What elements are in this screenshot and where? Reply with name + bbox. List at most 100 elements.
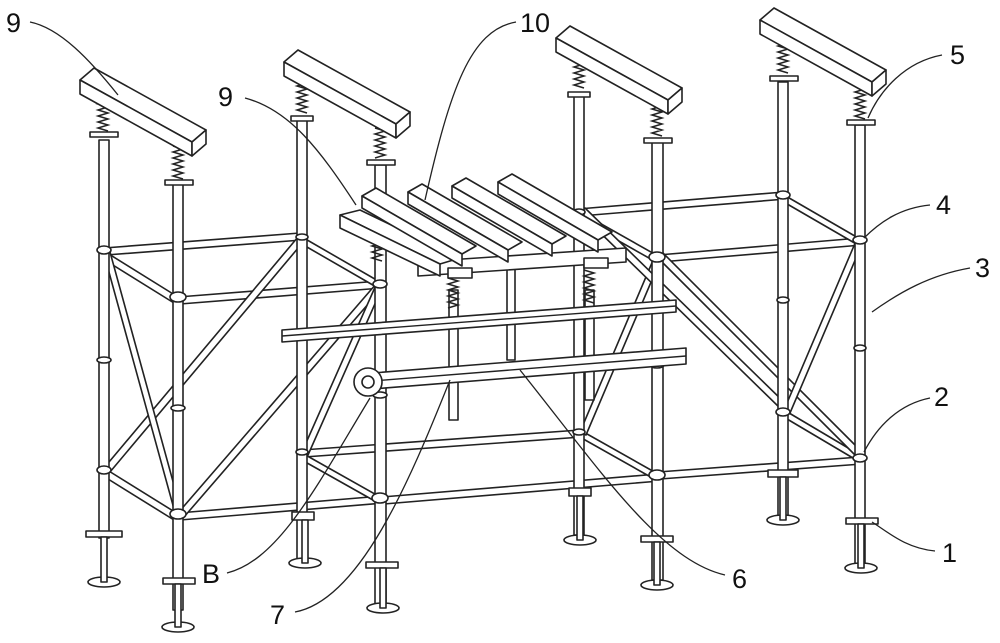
leader-1 [871,521,936,552]
rail-groove [359,355,687,383]
base-nut [568,487,592,497]
jack-nut [366,159,396,166]
jack-head [447,267,473,279]
coupler [96,465,112,475]
base-nut [365,561,399,569]
ledger [177,495,385,521]
coupler [572,428,586,436]
screw-jack [379,567,387,609]
screw-jack [857,523,865,569]
ledger [381,473,661,505]
base-nut [767,469,799,478]
ledgers [99,191,863,521]
rail-end-cap [361,375,375,389]
leader-3 [871,267,971,313]
base-nut [291,511,315,521]
ledger [103,232,303,256]
leader-9b [244,97,357,206]
coupler [169,291,187,303]
leader-4 [863,204,931,239]
coupler [96,245,112,255]
callout-7: 7 [270,600,285,630]
coupler [372,279,388,289]
top-beam-end [191,129,207,157]
jack-thread [294,79,310,114]
leader-b [226,397,371,574]
callout-6: 6 [732,564,747,594]
coupler [295,233,309,241]
joist-face [361,195,463,267]
coupler [852,235,868,245]
jack-head [583,257,609,269]
ledger [657,237,863,263]
coupler [648,469,666,481]
leader-7 [294,379,451,613]
coupler [648,251,666,263]
ledger [299,236,381,289]
coupler [853,344,867,352]
standard [98,139,110,539]
ledger [301,429,583,458]
callout-labels: 9 9 10 5 4 3 2 1 6 7 B [6,8,990,630]
screw-jack [301,519,309,564]
centre-platform [281,173,687,421]
top-beam-end [871,69,887,97]
screw-jack [779,476,787,521]
callout-10: 10 [520,8,550,38]
ledger [657,456,863,480]
top-beam-end [667,87,683,115]
coupler [371,492,389,504]
leader-2 [863,397,931,453]
jack-nut [769,75,799,82]
coupler [96,356,112,364]
jack-thread [372,127,388,159]
jack-thread [445,277,461,309]
coupler [775,190,791,200]
jack-thread [170,145,186,180]
joist-face [451,185,553,257]
callout-1: 1 [942,538,957,568]
callout-3: 3 [975,253,990,283]
callout-2: 2 [934,382,949,412]
joist-face [339,214,441,277]
leader-6 [519,369,726,576]
leader-9a [29,21,119,96]
inner-post [506,261,516,361]
coupler [776,296,790,304]
callout-9-centre: 9 [218,82,233,112]
screw-jack [100,536,108,583]
screw-jack [653,541,661,586]
inner-post [448,289,459,421]
ledger [577,429,659,481]
coupler [170,404,186,412]
top-screw-jacks [89,39,876,186]
ledger [177,280,383,305]
diagonal-braces [103,207,863,518]
leader-5 [867,54,943,119]
leader-lines [29,21,971,613]
jack-nut [567,91,591,98]
ledger [577,191,787,217]
callout-4: 4 [936,190,951,220]
base-plates [85,469,879,633]
ledger [781,194,861,246]
top-beams [79,7,887,157]
jack-nut [846,119,876,126]
jack-nut [164,179,194,186]
coupler [775,407,791,417]
brace [783,240,863,414]
jack-thread [852,85,868,120]
callout-5: 5 [950,40,965,70]
coupler [295,448,309,456]
coupler [852,453,868,463]
leader-10 [424,21,517,201]
screw-jack [576,495,584,541]
rail-groove [281,305,677,337]
jack-nut [89,131,119,138]
jack-nut [643,137,673,144]
jack-thread [649,102,665,137]
base-nut [162,577,196,585]
joist-face [407,191,509,263]
callout-b: B [202,559,220,589]
ledger [299,452,383,505]
